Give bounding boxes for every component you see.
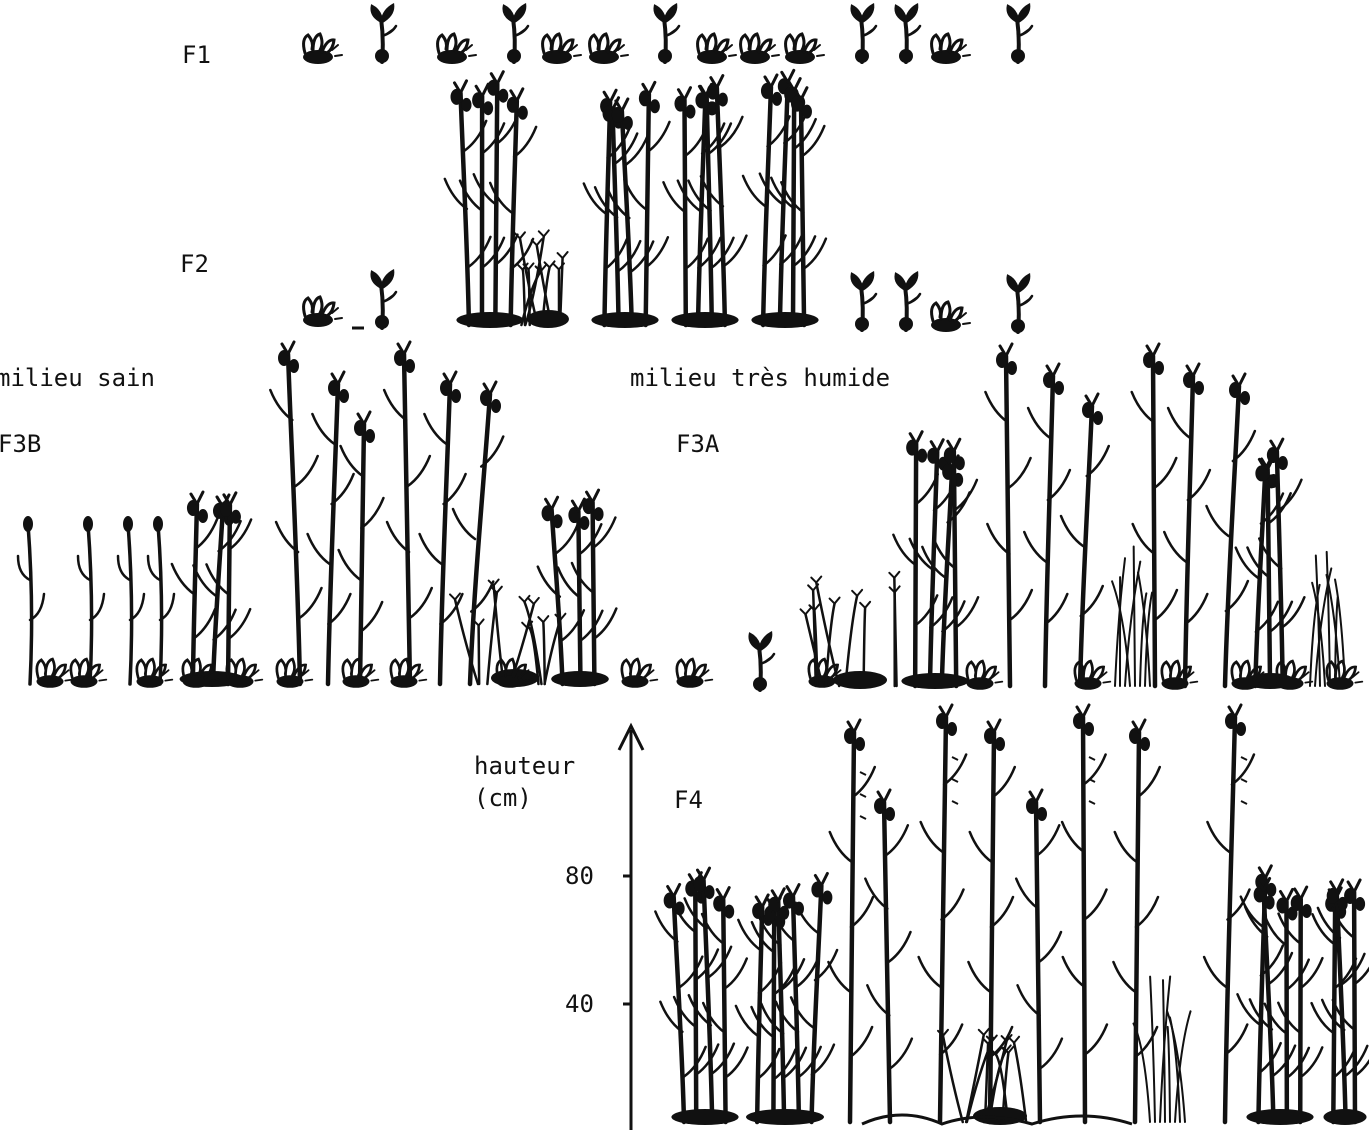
f2-plant-row (303, 70, 1032, 333)
stage-label-f1: F1 (182, 41, 211, 69)
f3b-plant-row (18, 342, 774, 691)
height-axis-tick-label-80: 80 (565, 862, 594, 890)
stage-label-f3a: F3A (676, 430, 720, 458)
habitat-label-f3a: milieu très humide (630, 364, 890, 392)
f4-plant-row (655, 705, 1369, 1125)
habitat-label-f3b: milieu sain (0, 364, 155, 392)
height-axis-title: hauteur (474, 752, 575, 780)
stage-label-f2: F2 (180, 250, 209, 278)
height-axis-unit: (cm) (474, 784, 532, 812)
f3a-plant-row (801, 344, 1363, 690)
height-axis-tick-label-40: 40 (565, 990, 594, 1018)
f1-seedling-row (303, 5, 1032, 64)
plant-illustrations (18, 5, 1369, 1125)
height-axis: hauteur (cm) 80 40 (474, 726, 643, 1130)
stage-label-f4: F4 (674, 786, 703, 814)
stage-label-f3b: F3B (0, 430, 41, 458)
